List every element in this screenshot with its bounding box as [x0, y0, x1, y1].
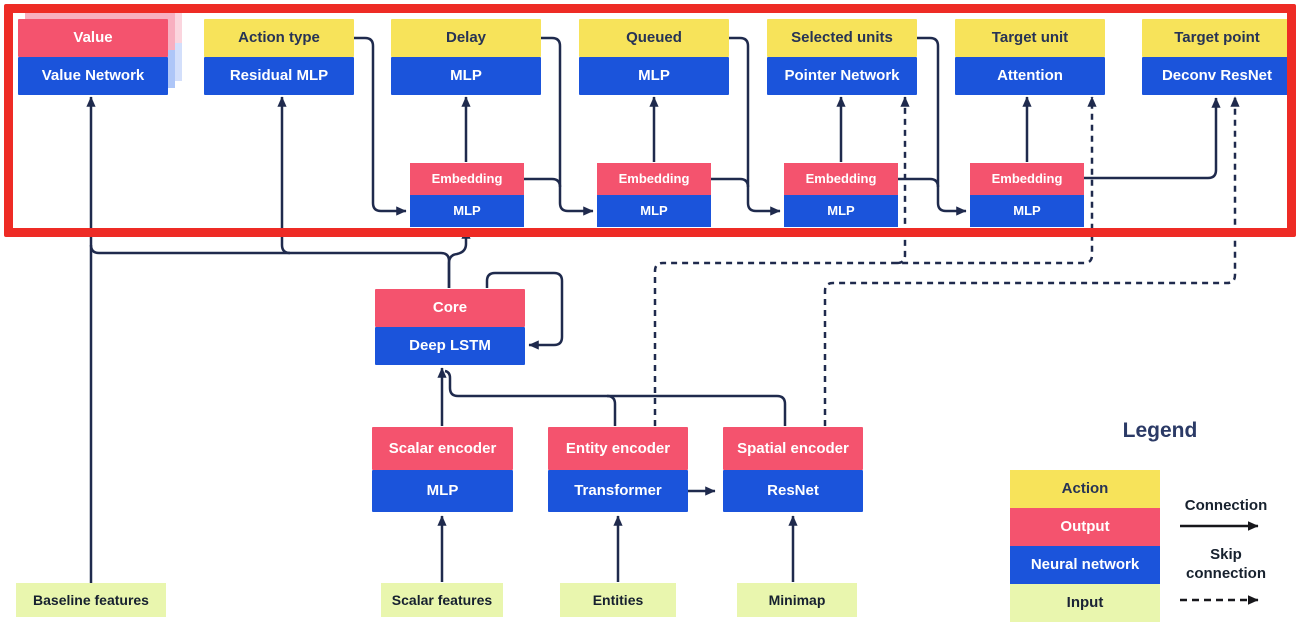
- node-target-unit: Target unit Attention: [955, 19, 1105, 95]
- selected-units-label: Selected units: [767, 19, 917, 57]
- spatial-encoder-network-label: ResNet: [723, 470, 863, 512]
- node-embedding-3: Embedding MLP: [784, 163, 898, 227]
- node-target-point: Target point Deconv ResNet: [1142, 19, 1292, 95]
- skip-entity-to-pointer: [896, 96, 910, 265]
- target-point-network-label: Deconv ResNet: [1142, 57, 1292, 95]
- queued-network-label: MLP: [579, 57, 729, 95]
- legend-item-action: Action: [1010, 470, 1160, 508]
- embedding-3-label: Embedding: [784, 163, 898, 195]
- connector-actiontype-to-embedding1: [354, 36, 407, 216]
- spatial-encoder-label: Spatial encoder: [723, 427, 863, 470]
- embedding-1-label: Embedding: [410, 163, 524, 195]
- connector-selectedunits-to-embedding4: [917, 36, 967, 216]
- core-network-label: Deep LSTM: [375, 327, 525, 365]
- embedding-4-label: Embedding: [970, 163, 1084, 195]
- connector-core-self-loop: [485, 271, 564, 350]
- scalar-encoder-network-label: MLP: [372, 470, 513, 512]
- node-value: Value Value Network: [18, 19, 168, 95]
- legend-item-output: Output: [1010, 508, 1160, 546]
- node-action-type: Action type Residual MLP: [204, 19, 354, 95]
- embedding-2-label: Embedding: [597, 163, 711, 195]
- legend-item-neural-network: Neural network: [1010, 546, 1160, 584]
- skip-entity-to-attention: [653, 96, 1097, 426]
- skip-spatial-to-deconv: [823, 96, 1240, 426]
- target-point-label: Target point: [1142, 19, 1292, 57]
- node-core: Core Deep LSTM: [375, 289, 525, 365]
- connector-spatial-entity-gather: [444, 369, 787, 426]
- scalar-encoder-label: Scalar encoder: [372, 427, 513, 470]
- embedding-1-network-label: MLP: [410, 195, 524, 227]
- input-entities: Entities: [560, 583, 676, 617]
- connector-embedding2-chain: [711, 177, 750, 188]
- highlight-rectangle: [4, 4, 1296, 237]
- delay-label: Delay: [391, 19, 541, 57]
- node-scalar-encoder: Scalar encoder MLP: [372, 427, 513, 512]
- connector-queued-to-embedding3: [729, 36, 781, 216]
- legend-item-input: Input: [1010, 584, 1160, 622]
- legend-title: Legend: [1122, 419, 1198, 442]
- connector-embedding4-to-deconv: [1084, 97, 1221, 180]
- input-minimap: Minimap: [737, 583, 857, 617]
- delay-network-label: MLP: [391, 57, 541, 95]
- input-baseline-features: Baseline features: [16, 583, 166, 617]
- node-entity-encoder: Entity encoder Transformer: [548, 427, 688, 512]
- embedding-2-network-label: MLP: [597, 195, 711, 227]
- legend-skip-connection-label: Skip connection: [1185, 546, 1266, 582]
- node-embedding-4: Embedding MLP: [970, 163, 1084, 227]
- embedding-4-network-label: MLP: [970, 195, 1084, 227]
- target-unit-network-label: Attention: [955, 57, 1105, 95]
- entity-encoder-label: Entity encoder: [548, 427, 688, 470]
- value-output-label: Value: [18, 19, 168, 57]
- action-type-network-label: Residual MLP: [204, 57, 354, 95]
- connector-core-to-embedding1: [447, 228, 471, 288]
- value-network-label: Value Network: [18, 57, 168, 95]
- core-label: Core: [375, 289, 525, 327]
- entity-encoder-network-label: Transformer: [548, 470, 688, 512]
- connector-core-left-branch: [89, 244, 451, 288]
- connector-delay-to-embedding2: [541, 36, 594, 216]
- connector-embedding3-chain: [898, 177, 940, 188]
- node-queued: Queued MLP: [579, 19, 729, 95]
- node-embedding-2: Embedding MLP: [597, 163, 711, 227]
- connector-embedding1-chain: [524, 177, 562, 188]
- action-type-label: Action type: [204, 19, 354, 57]
- target-unit-label: Target unit: [955, 19, 1105, 57]
- legend-connection-label: Connection: [1184, 497, 1268, 514]
- node-embedding-1: Embedding MLP: [410, 163, 524, 227]
- embedding-3-network-label: MLP: [784, 195, 898, 227]
- node-selected-units: Selected units Pointer Network: [767, 19, 917, 95]
- node-spatial-encoder: Spatial encoder ResNet: [723, 427, 863, 512]
- node-delay: Delay MLP: [391, 19, 541, 95]
- queued-label: Queued: [579, 19, 729, 57]
- connector-entity-join: [606, 394, 617, 426]
- input-scalar-features: Scalar features: [381, 583, 503, 617]
- connector-core-to-residual-mlp: [277, 96, 291, 255]
- selected-units-network-label: Pointer Network: [767, 57, 917, 95]
